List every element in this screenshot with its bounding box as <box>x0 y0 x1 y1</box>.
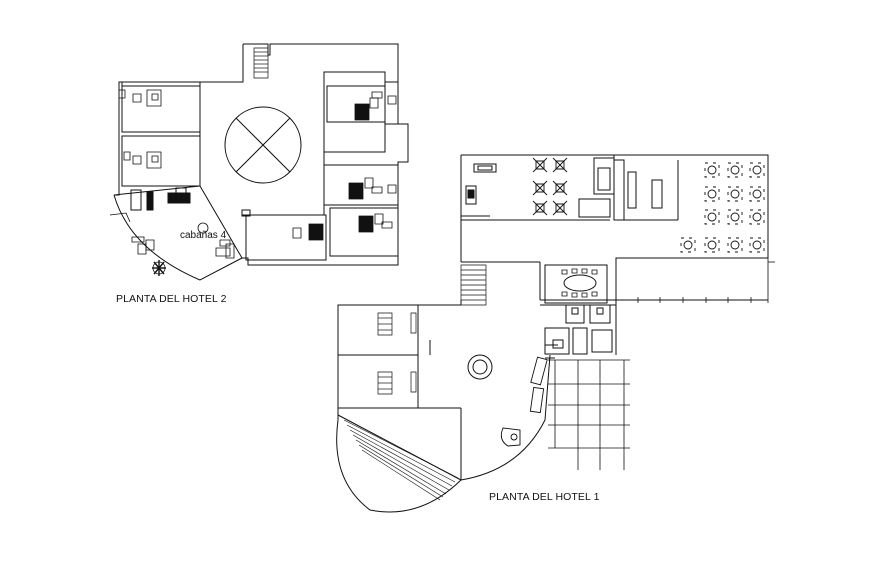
hotel-1-plan <box>337 155 775 512</box>
hotel-2-outer-wall <box>242 82 408 265</box>
furniture <box>293 92 396 240</box>
room <box>327 86 385 122</box>
room <box>330 208 398 256</box>
meeting-room <box>545 265 607 303</box>
plant-icon <box>152 260 166 276</box>
furniture <box>110 213 234 274</box>
central-atrium <box>225 107 301 183</box>
hotel-2-plan <box>110 44 408 280</box>
entrance-ramp <box>344 420 458 500</box>
hotel-1-arc-front <box>337 420 461 512</box>
hotel-2-outer-wall <box>243 44 398 82</box>
dining-tables <box>533 158 567 215</box>
hotel-2-title: PLANTA DEL HOTEL 2 <box>116 293 227 305</box>
terrace-tables <box>681 163 764 252</box>
colonnade <box>616 258 775 303</box>
hotel-2-curved-lobby <box>114 195 242 280</box>
stair <box>461 265 486 305</box>
room-label: cabañas 4 <box>180 230 227 241</box>
hotel-2-outer-wall <box>114 44 243 195</box>
room <box>122 82 200 132</box>
meeting-table <box>564 275 596 291</box>
furniture <box>119 90 161 168</box>
terrace-grid <box>548 360 630 470</box>
hotel-1-title: PLANTA DEL HOTEL 1 <box>489 491 600 503</box>
room <box>338 355 418 408</box>
lobby-fountain <box>468 355 492 379</box>
hotel-1-curved-wall <box>461 355 550 480</box>
stair <box>254 48 268 78</box>
room <box>246 215 326 260</box>
